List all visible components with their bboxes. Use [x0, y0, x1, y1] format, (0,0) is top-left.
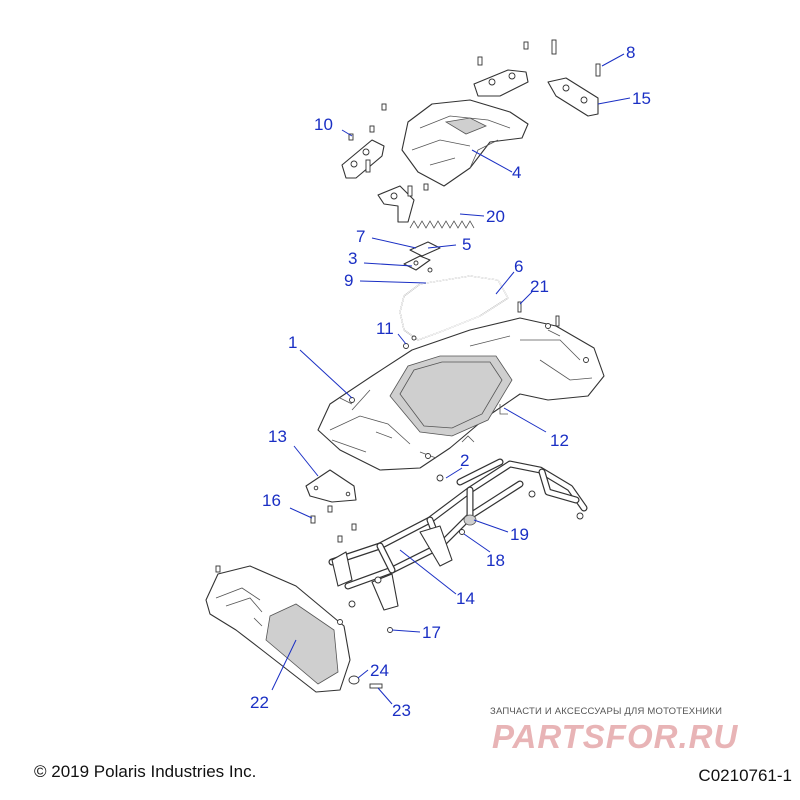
diagram-reference-number: C0210761-1: [698, 766, 792, 785]
callout-14: 14: [456, 589, 475, 608]
callout-11: 11: [376, 319, 394, 338]
callout-1: 1: [288, 333, 297, 352]
callout-9: 9: [344, 271, 353, 290]
part-10-bracket-lower: [377, 185, 415, 223]
part-19-bushing: [463, 514, 477, 526]
callout-23: 23: [392, 701, 411, 720]
part-12-clip: [499, 404, 508, 415]
callout-2: 2: [460, 451, 469, 470]
callout-labels: 1 2 3 4 5 6 7 8 9 10 11 12 13 14 15 16 1…: [250, 43, 651, 720]
callout-22: 22: [250, 693, 269, 712]
callout-6: 6: [514, 257, 523, 276]
part-4-rack-cover: [401, 99, 529, 187]
callout-13: 13: [268, 427, 287, 446]
callout-8: 8: [626, 43, 635, 62]
fender-hardware: [403, 301, 560, 482]
callout-24: 24: [370, 661, 389, 680]
callout-21: 21: [530, 277, 549, 296]
part-13-cover-plate: [305, 469, 357, 503]
part-23-bolt: [369, 683, 383, 689]
part-20-spring: [409, 220, 475, 229]
part-1-rear-fender: [317, 317, 605, 471]
part-15-bracket-right: [547, 77, 599, 117]
callout-7: 7: [356, 227, 365, 246]
watermark-logo: PARTSFOR.RU: [492, 718, 739, 755]
callout-19: 19: [510, 525, 529, 544]
watermark-tagline: ЗАПЧАСТИ И АКСЕССУАРЫ ДЛЯ МОТОТЕХНИКИ: [490, 706, 723, 717]
part-24-nut: [348, 675, 360, 685]
callout-10: 10: [314, 115, 333, 134]
part-5-latch: [409, 241, 441, 257]
part-17-fastener: [387, 627, 393, 633]
callout-15: 15: [632, 89, 651, 108]
part-6-seal: [399, 275, 509, 341]
callout-20: 20: [486, 207, 505, 226]
callout-3: 3: [348, 249, 357, 268]
callout-12: 12: [550, 431, 569, 450]
part-9-fastener: [427, 267, 433, 273]
screw-hardware: [348, 39, 601, 197]
callout-4: 4: [512, 163, 521, 182]
copyright-notice: © 2019 Polaris Industries Inc.: [34, 762, 257, 781]
part-16-bolts: [310, 505, 357, 543]
part-22-splash-guard: [205, 565, 351, 693]
callout-5: 5: [462, 235, 471, 254]
part-3-latch-base: [403, 255, 431, 271]
part-10-bracket-upper: [341, 139, 385, 179]
callout-18: 18: [486, 551, 505, 570]
leader-lines: [271, 53, 631, 705]
callout-17: 17: [422, 623, 441, 642]
part-15-bracket-left: [473, 69, 529, 97]
part-18-fastener: [459, 529, 465, 535]
callout-16: 16: [262, 491, 281, 510]
part-14-subframe: [328, 458, 588, 611]
